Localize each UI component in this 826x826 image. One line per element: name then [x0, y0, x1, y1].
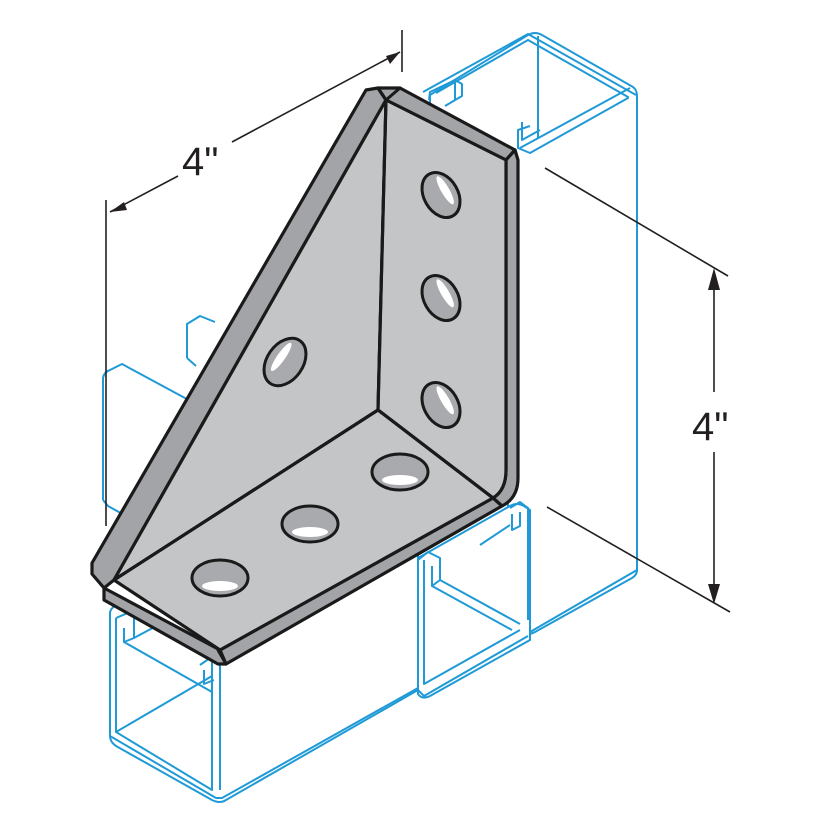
hole — [420, 171, 462, 219]
dimension-label-vertical: 4" — [692, 405, 728, 449]
hole — [370, 452, 430, 492]
gusset-hole — [262, 336, 308, 388]
base-leg-holes — [190, 452, 430, 598]
hole — [280, 504, 340, 544]
hole — [420, 381, 462, 429]
hole — [190, 558, 250, 598]
dimension-label-horizontal: 4" — [182, 140, 218, 184]
dimension-vertical: 4" — [544, 167, 731, 613]
vertical-leg-holes — [420, 171, 462, 429]
dimension-horizontal: 4" — [105, 30, 403, 526]
hole — [420, 274, 462, 322]
